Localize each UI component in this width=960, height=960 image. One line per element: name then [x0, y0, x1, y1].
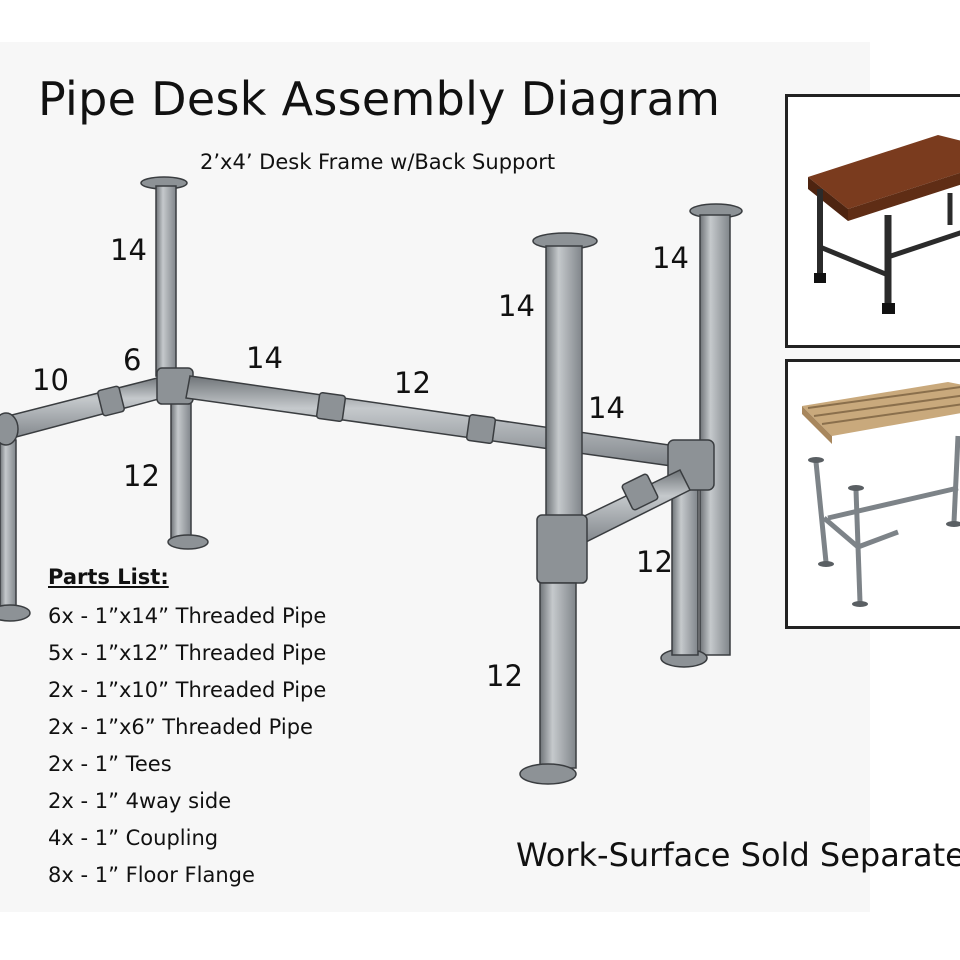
pipe-back-left-upper: [140, 176, 188, 377]
coupling-back-1: [315, 391, 347, 423]
pipe-back-right: [660, 203, 743, 668]
dim-label-back-right-lower: 12: [636, 545, 673, 579]
dim-label-back-left-upper: 14: [110, 233, 147, 267]
parts-list-item: 5x - 1”x12” Threaded Pipe: [48, 641, 327, 665]
coupling-front-right: [621, 473, 659, 511]
parts-list-item: 4x - 1” Coupling: [48, 826, 219, 850]
parts-list-item: 6x - 1”x14” Threaded Pipe: [48, 604, 327, 628]
coupling-left: [97, 385, 125, 417]
dim-label-back-left-lower: 12: [123, 459, 160, 493]
dim-label-back-12: 12: [394, 366, 431, 400]
page-title: Pipe Desk Assembly Diagram: [38, 72, 721, 126]
dim-label-right-side: 14: [588, 391, 625, 425]
pipe-front-vertical: [519, 232, 598, 785]
dim-label-left-10: 10: [32, 363, 69, 397]
pipe-left-lower: [0, 439, 31, 622]
desk-photo-light-wood: [785, 359, 960, 629]
parts-list-item: 2x - 1”x10” Threaded Pipe: [48, 678, 327, 702]
parts-list-title: Parts List:: [48, 565, 169, 589]
parts-list-item: 2x - 1” 4way side: [48, 789, 232, 813]
parts-list-item: 2x - 1”x6” Threaded Pipe: [48, 715, 313, 739]
parts-list: Parts List: 6x - 1”x14” Threaded Pipe 5x…: [48, 565, 326, 894]
dim-label-front-lower: 12: [486, 659, 523, 693]
tee-left: [0, 412, 19, 446]
work-surface-note: Work-Surface Sold Separate.: [516, 836, 960, 874]
dim-label-back-14: 14: [246, 341, 283, 375]
subtitle: 2’x4’ Desk Frame w/Back Support: [200, 150, 556, 174]
coupling-back-2: [465, 413, 497, 445]
dim-label-back-right-upper: 14: [652, 241, 689, 275]
dim-label-left-6: 6: [123, 343, 141, 377]
pipe-left-10: [0, 375, 171, 441]
parts-list-item: 2x - 1” Tees: [48, 752, 172, 776]
pipe-back-left-lower: [167, 399, 209, 550]
desk-photo-dark-wood: [785, 94, 960, 348]
parts-list-item: 8x - 1” Floor Flange: [48, 863, 255, 887]
dim-label-front-upper: 14: [498, 289, 535, 323]
